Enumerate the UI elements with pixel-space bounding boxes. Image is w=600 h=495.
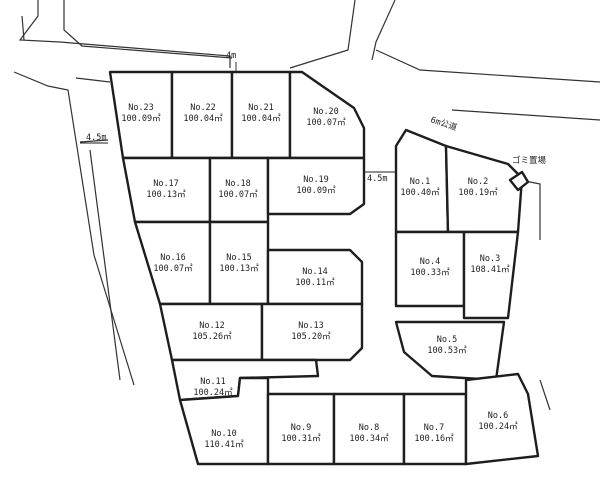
lot-number-label: No.2 — [468, 177, 488, 187]
lot-14[interactable] — [266, 248, 364, 306]
lot-number-label: No.6 — [488, 411, 508, 421]
lot-area-label: 100.33㎡ — [410, 268, 450, 278]
lot-number-label: No.14 — [302, 267, 328, 277]
lot-15[interactable] — [208, 220, 270, 306]
lot-area-label: 100.53㎡ — [427, 346, 467, 356]
lot-number-label: No.15 — [226, 253, 252, 263]
lot-area-label: 100.31㎡ — [281, 434, 321, 444]
lot-number-label: No.23 — [128, 103, 154, 113]
lot-16[interactable] — [133, 220, 212, 306]
lot-area-label: 100.11㎡ — [295, 278, 335, 288]
lot-number-label: No.12 — [199, 321, 225, 331]
lot-number-label: No.10 — [211, 429, 237, 439]
lot-5[interactable] — [394, 320, 506, 382]
lot-area-label: 105.26㎡ — [192, 332, 232, 342]
lot-10[interactable] — [178, 376, 270, 466]
lot-number-label: No.22 — [190, 103, 216, 113]
lot-2[interactable] — [444, 144, 524, 234]
lot-area-label: 100.09㎡ — [296, 186, 336, 196]
lot-group — [108, 70, 540, 466]
lot-area-label: 100.24㎡ — [193, 388, 233, 398]
garbage-area — [508, 170, 530, 192]
lot-area-label: 100.07㎡ — [218, 190, 258, 200]
lot-number-label: No.21 — [248, 103, 274, 113]
blank-area — [0, 340, 110, 495]
lot-area-label: 100.13㎡ — [219, 264, 259, 274]
lot-number-label: No.19 — [303, 175, 329, 185]
lot-area-label: 100.40㎡ — [400, 188, 440, 198]
lot-number-label: No.8 — [359, 423, 379, 433]
lot-number-label: No.11 — [200, 377, 226, 387]
lot-area-label: 100.34㎡ — [349, 434, 389, 444]
lot-number-label: No.4 — [420, 257, 440, 267]
lot-number-label: No.20 — [313, 107, 339, 117]
road-inner-width: 4.5m — [367, 174, 387, 184]
lot-area-label: 100.07㎡ — [306, 118, 346, 128]
lot-area-label: 100.19㎡ — [458, 188, 498, 198]
lot-3[interactable] — [462, 230, 520, 320]
lot-number-label: No.9 — [291, 423, 311, 433]
road-left-width: 4.5m — [86, 133, 106, 143]
lot-number-label: No.13 — [298, 321, 324, 331]
lot-number-label: No.5 — [437, 335, 457, 345]
lot-area-label: 100.09㎡ — [121, 114, 161, 124]
lot-area-label: 100.16㎡ — [414, 434, 454, 444]
lot-area-label: 100.13㎡ — [146, 190, 186, 200]
garbage-label: ゴミ置場 — [512, 155, 547, 166]
lot-area-label: 108.41㎡ — [470, 265, 510, 275]
lot-labels: No.1100.40㎡No.2100.19㎡No.3108.41㎡No.4100… — [121, 103, 518, 450]
lot-area-label: 100.04㎡ — [241, 114, 281, 124]
lot-area-label: 105.20㎡ — [291, 332, 331, 342]
lot-number-label: No.18 — [225, 179, 251, 189]
lot-number-label: No.3 — [480, 254, 500, 264]
lot-area-label: 100.04㎡ — [183, 114, 223, 124]
lot-19[interactable] — [266, 156, 366, 216]
road-top-width: 4m — [226, 51, 236, 61]
lot-number-label: No.16 — [160, 253, 186, 263]
lot-number-label: No.17 — [153, 179, 179, 189]
lot-number-label: No.1 — [410, 177, 430, 187]
lot-13[interactable] — [260, 302, 364, 362]
public-road-label: 6m公道 — [429, 114, 459, 133]
lot-area-label: 100.07㎡ — [153, 264, 193, 274]
lot-6[interactable] — [464, 372, 540, 466]
lot-number-label: No.7 — [424, 423, 444, 433]
lot-area-label: 110.41㎡ — [204, 440, 244, 450]
lot-area-label: 100.24㎡ — [478, 422, 518, 432]
